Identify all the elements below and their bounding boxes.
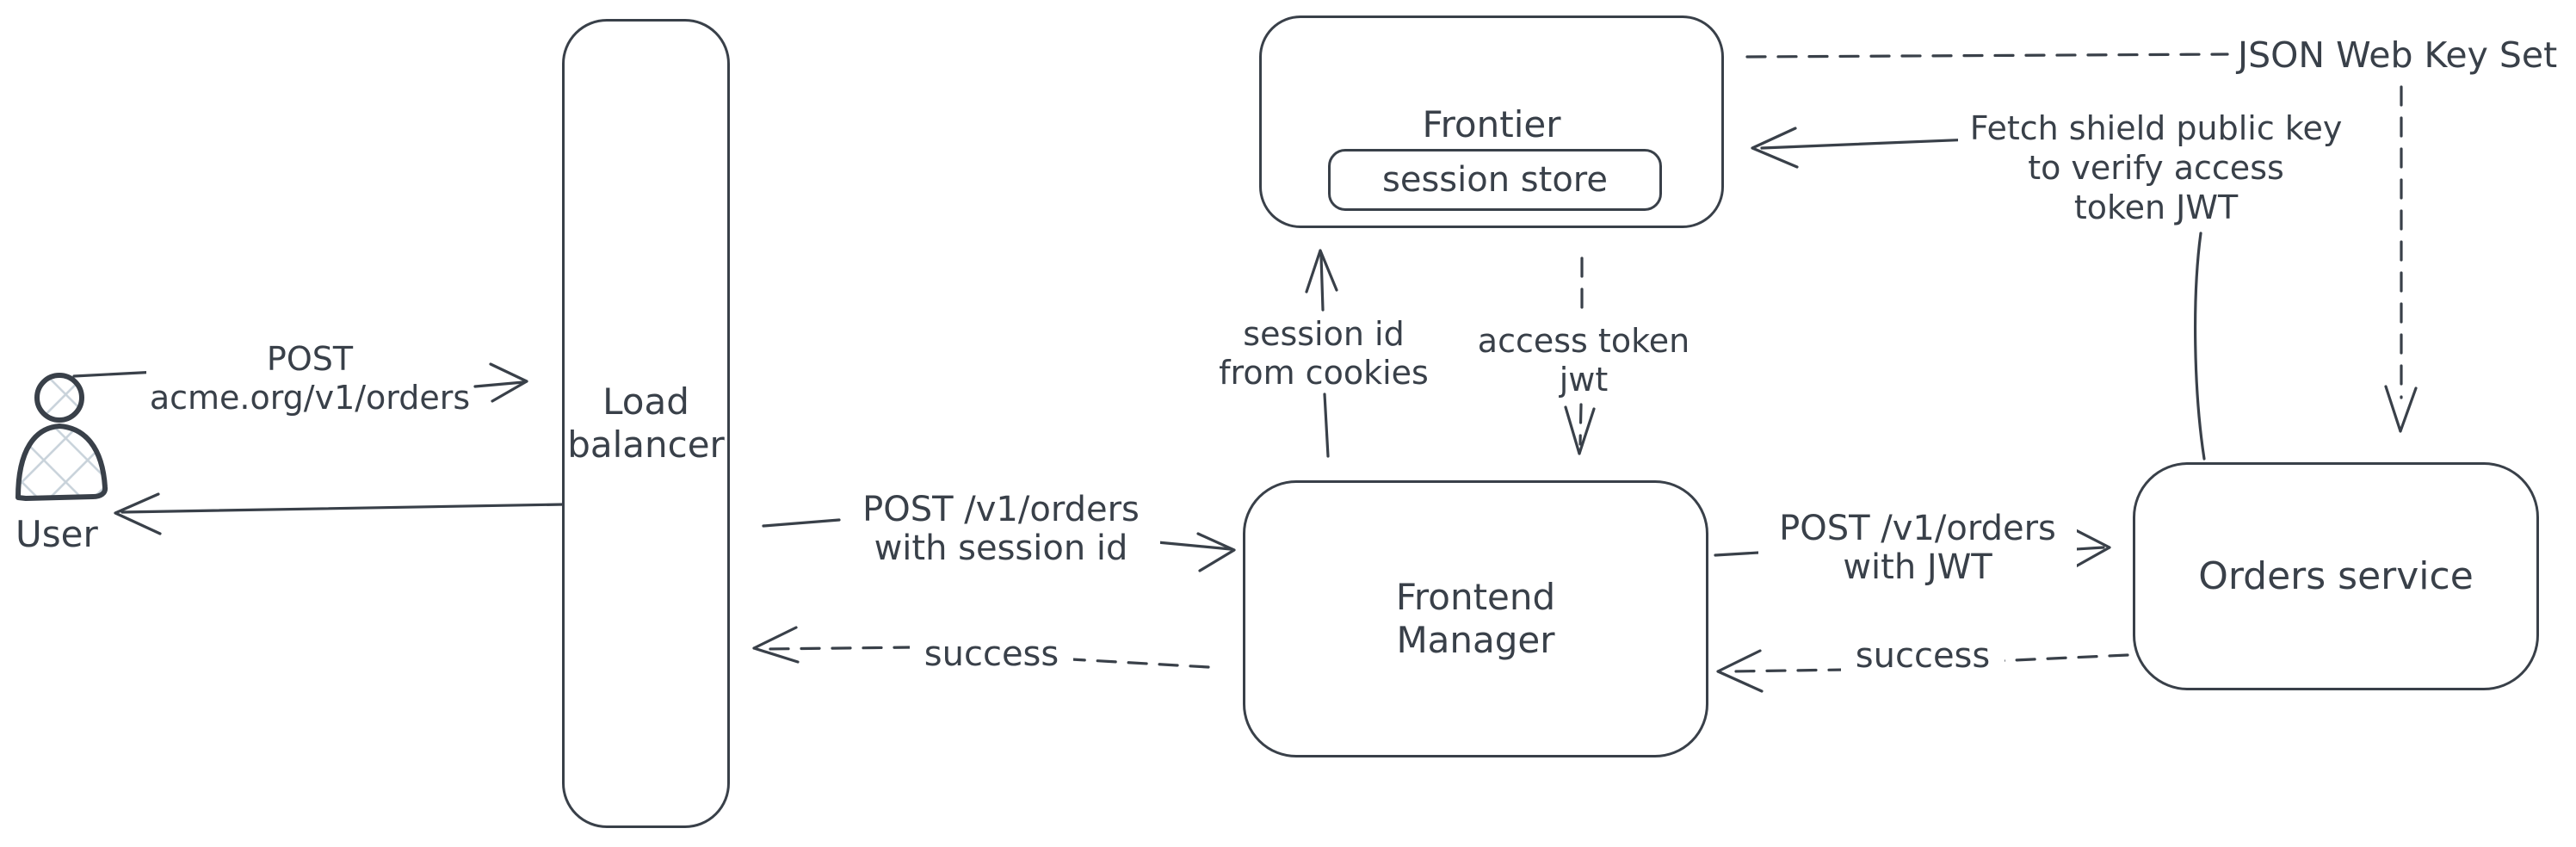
arrow-lb-success	[752, 626, 1210, 669]
arrow-jwks-consume	[2384, 85, 2418, 433]
arrow-user-response	[114, 492, 565, 535]
line-jwks-publish	[1745, 53, 2229, 59]
orders-service-label: Orders service	[2198, 554, 2474, 598]
arrow-session-lookup	[1305, 249, 1338, 458]
edge-label-user-request: POST acme.org/v1/orders	[146, 340, 473, 417]
edge-label-access-token: access token jwt	[1459, 322, 1708, 399]
node-frontend-manager: Frontend Manager	[1243, 480, 1708, 757]
edge-label-jwks: JSON Web Key Set	[2238, 34, 2558, 76]
load-balancer-label: Load balancer	[567, 380, 725, 466]
edge-label-lb-success: success	[910, 635, 1073, 674]
arrow-fm-success	[1716, 649, 2129, 693]
user-icon	[15, 373, 108, 501]
node-frontier: Frontier session store	[1259, 15, 1724, 228]
edge-label-lb-request: POST /v1/orders with session id	[842, 491, 1160, 568]
edge-label-fm-success: success	[1841, 637, 2005, 676]
user-head-icon	[34, 373, 84, 423]
frontend-manager-label: Frontend Manager	[1395, 576, 1556, 661]
node-load-balancer: Load balancer	[562, 19, 730, 828]
arrow-fetch-key	[1751, 127, 2206, 461]
arrow-lb-request	[762, 518, 1236, 572]
arrow-access-token	[1564, 257, 1596, 455]
edge-label-fm-request: POST /v1/orders with JWT	[1758, 510, 2077, 587]
user-label: User	[15, 513, 98, 555]
user-body-icon	[15, 424, 108, 501]
edge-label-fetch-key: Fetch shield public key to verify access…	[1958, 108, 2354, 227]
frontier-label: Frontier	[1422, 103, 1561, 145]
arrow-user-request	[72, 362, 528, 403]
node-session-store: session store	[1328, 149, 1662, 211]
session-store-label: session store	[1382, 160, 1608, 200]
edge-label-session-lookup: session id from cookies	[1203, 315, 1444, 393]
node-orders-service: Orders service	[2133, 462, 2539, 690]
